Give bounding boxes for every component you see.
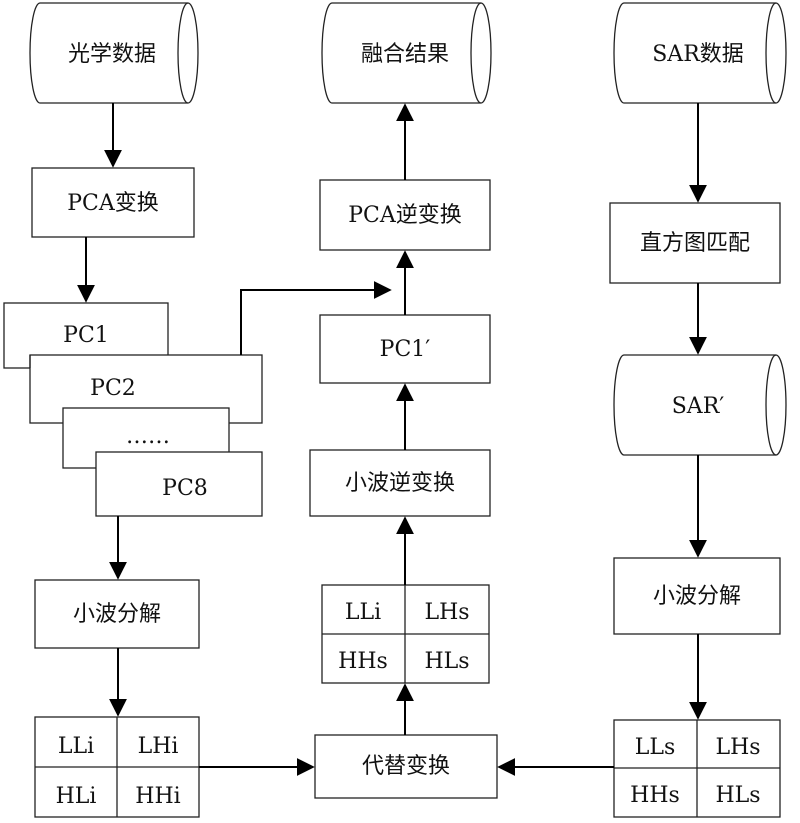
pc1-prime-label: PC1′ — [380, 337, 431, 362]
sar-prime-node: SAR′ — [613, 354, 787, 456]
wavelet-decomp-left-box: 小波分解 — [34, 579, 200, 649]
pca-inverse-label: PCA逆变换 — [348, 203, 462, 228]
optical-data-node: 光学数据 — [29, 2, 199, 104]
coeff-grid-middle: LLi LHs HHs HLs — [321, 584, 490, 684]
grid-cell: LHi — [138, 734, 179, 759]
grid-cell: LHs — [715, 735, 760, 760]
fusion-result-node: 融合结果 — [321, 2, 492, 104]
grid-cell: LLi — [58, 734, 94, 759]
histogram-match-box: 直方图匹配 — [609, 202, 781, 284]
grid-cell: HLs — [424, 649, 469, 674]
grid-cell: HLs — [715, 783, 760, 808]
grid-cell: HHs — [338, 649, 388, 674]
sar-prime-label: SAR′ — [672, 394, 725, 419]
sar-data-node: SAR数据 — [613, 2, 787, 104]
pc1-prime-box: PC1′ — [319, 314, 491, 384]
pca-transform-box: PCA变换 — [31, 167, 195, 238]
wavelet-inverse-box: 小波逆变换 — [309, 449, 491, 517]
grid-cell: LHs — [424, 600, 469, 625]
pc-stack: PC1 PC2 …… PC8 — [3, 302, 263, 517]
optical-data-label: 光学数据 — [68, 42, 156, 67]
connectors — [77, 103, 707, 776]
pc8-label: PC8 — [162, 476, 208, 501]
coeff-grid-right: LLs LHs HHs HLs — [613, 719, 781, 818]
wavelet-decomp-right-box: 小波分解 — [613, 557, 781, 635]
arrow-pc-stack-to-pca-inverse — [240, 281, 392, 355]
pc2-label: PC2 — [90, 376, 136, 401]
fusion-result-label: 融合结果 — [361, 42, 449, 67]
grid-cell: HHi — [135, 784, 180, 809]
substitution-box: 代替变换 — [314, 734, 498, 799]
coeff-grid-left: LLi LHi HLi HHi — [34, 716, 200, 818]
histogram-match-label: 直方图匹配 — [640, 231, 750, 256]
pca-transform-label: PCA变换 — [67, 191, 159, 216]
grid-cell: LLs — [635, 735, 676, 760]
pc1-label: PC1 — [63, 323, 109, 348]
pc-ellipsis-label: …… — [126, 424, 170, 449]
pc8-box: PC8 — [95, 451, 263, 517]
grid-cell: LLi — [345, 600, 381, 625]
wavelet-decomp-right-label: 小波分解 — [653, 584, 741, 609]
wavelet-inverse-label: 小波逆变换 — [345, 471, 455, 496]
grid-cell: HLi — [56, 784, 97, 809]
sar-data-label: SAR数据 — [652, 42, 744, 67]
substitution-label: 代替变换 — [362, 754, 450, 779]
pca-inverse-box: PCA逆变换 — [319, 179, 491, 251]
wavelet-decomp-left-label: 小波分解 — [73, 602, 161, 627]
grid-cell: HHs — [630, 783, 680, 808]
